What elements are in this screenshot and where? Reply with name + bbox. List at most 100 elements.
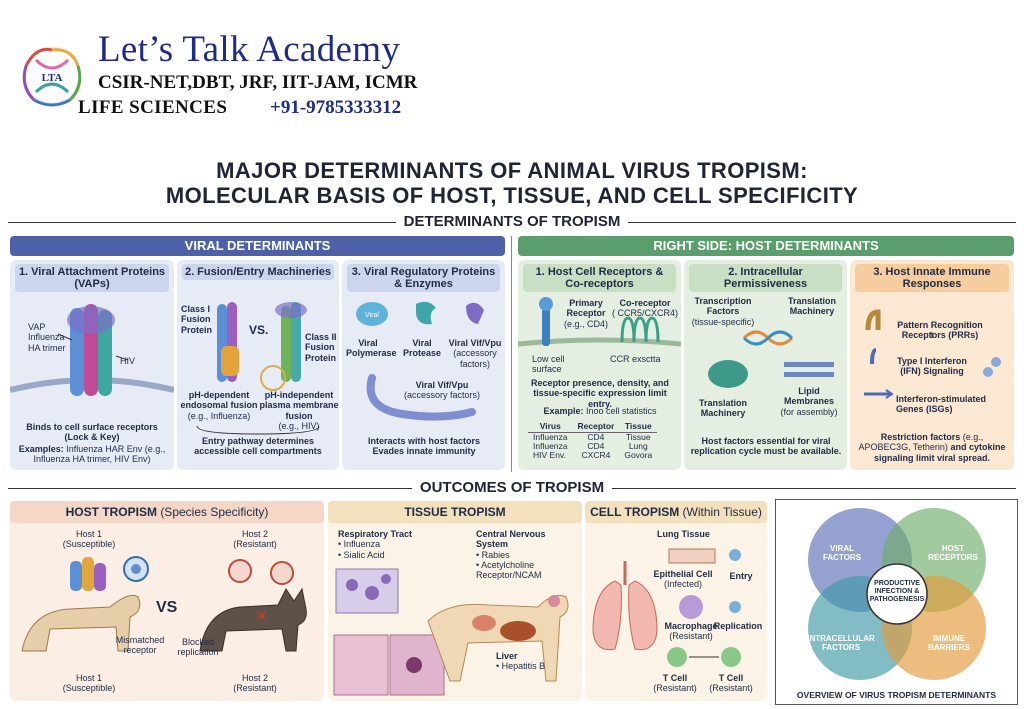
resp-item: Influenza	[343, 539, 381, 550]
host1-bottom-label: Host 1 (Susceptible)	[54, 673, 124, 694]
tissue-tropism-illustration	[333, 568, 569, 696]
tcell-icon	[667, 647, 687, 667]
resp-item: Sialic Acid	[343, 549, 385, 560]
receptors-example-label: Example:	[543, 406, 584, 416]
tcell2-label: T Cell (Resistant)	[703, 673, 759, 694]
tcell1-label: T Cell (Resistant)	[647, 673, 703, 694]
lung-tissue-label: Lung Tissue	[657, 529, 710, 539]
cd4-receptor-icon	[539, 297, 553, 346]
prr-icon	[865, 309, 881, 331]
tcell2-sub: (Resistant)	[709, 683, 753, 694]
ph-independent: pH-independent plasma membrane fusion (e…	[259, 390, 339, 431]
vap-sub1: Influenza	[28, 332, 65, 343]
table-header: Virus	[528, 421, 573, 433]
vap-panel: 1. Viral Attachment Proteins (VAPs) VAP …	[10, 260, 174, 470]
academy-name: Let’s Talk Academy	[98, 29, 401, 70]
fusion-title: 2. Fusion/Entry Machineries	[182, 264, 334, 281]
venn-center-label: PRODUCTIVE INFECTION & PATHOGENESIS	[869, 580, 925, 604]
host1-top-label: Host 1 (Susceptible)	[54, 529, 124, 550]
epithelial-sub: (Infected)	[663, 579, 703, 590]
host1-b-sub: (Susceptible)	[62, 683, 116, 694]
host-tropism-panel: HOST TROPISM (Species Specificity) Host …	[10, 501, 324, 701]
academy-subject: LIFE SCIENCES	[78, 97, 228, 118]
class1-label: Class I Fusion Protein	[181, 304, 213, 335]
restriction-end: and cytokine signaling limit viral sprea…	[873, 442, 1006, 463]
vif1-label: Viral Vif/Vpu (accessory factors)	[446, 338, 504, 369]
fusion-bracket	[196, 426, 320, 435]
tm-bottom-label: Translation Machinery	[698, 398, 747, 419]
vap-sub2: HA trimer	[28, 342, 66, 353]
class1-fusion-icon	[217, 302, 239, 382]
table-cell: Influenza	[533, 431, 568, 442]
table-row: Influenza CD4 Tissue	[528, 432, 657, 442]
host-tropism-illustration: ✕	[21, 556, 307, 652]
vif-chain-icon	[366, 374, 476, 421]
ph-independent-eg: (e.g., HIV)	[278, 421, 320, 432]
lipid-membrane-icon	[784, 362, 834, 377]
surface-label: Low cell surface	[532, 354, 565, 375]
ha-trimer-icon	[67, 304, 115, 396]
liver-cell-image-1	[333, 634, 389, 696]
tissue-tropism-panel: TISSUE TROPISM Respiratory Tract • Influ…	[328, 501, 582, 701]
tcell2-text: T Cell	[718, 673, 744, 683]
ribosome-icon	[708, 360, 748, 388]
host1-b-text: Host 1	[75, 673, 102, 683]
blocked-label: Blocked replication	[177, 637, 219, 658]
coreceptor-label: Co-receptor ( CCR5/CXCR4)	[610, 298, 680, 319]
table-cell: Tissue	[625, 431, 651, 442]
cell-tropism-title-sub: (Within Tissue)	[682, 505, 762, 519]
polymerase-icon-text: Viral	[365, 312, 379, 319]
coreceptor-eg: ( CCR5/CXCR4)	[611, 308, 678, 319]
macrophage-sub: (Resistant)	[669, 631, 713, 642]
isg-label: Interferon-stimulated Genes (ISGs)	[896, 394, 987, 415]
table-cell: Lung	[628, 441, 648, 452]
epithelial-cell-icon	[668, 548, 716, 564]
receptors-example-text: Inoo cell statistics	[586, 406, 657, 416]
ph-independent-text: pH-independent plasma membrane fusion	[259, 390, 339, 421]
permissiveness-desc: Host factors essential for viral replica…	[690, 436, 842, 457]
logo-text: LTA	[42, 72, 63, 84]
tcell1-text: T Cell	[662, 673, 688, 683]
dog-icon	[21, 594, 141, 652]
fusion-vs: VS.	[249, 323, 269, 337]
cns-item: Rabies	[481, 549, 510, 560]
receptors-example: Example: Inoo cell statistics	[522, 406, 678, 416]
receptors-title: 1. Host Cell Receptors & Co-receptors	[523, 264, 676, 293]
host-tropism-title-text: HOST TROPISM	[65, 505, 157, 519]
tm-top-label: Translation Machinery	[787, 296, 836, 317]
regulatory-desc: Interacts with host factors Evades innat…	[367, 436, 481, 457]
lipid-sub: (for assembly)	[780, 406, 838, 417]
virus-icon	[123, 556, 149, 582]
immune-desc: Restriction factors (e.g., APOBEC3G, Tet…	[854, 432, 1010, 463]
permissiveness-illustration	[708, 330, 834, 388]
regulatory-panel: 3. Viral Regulatory Proteins & Enzymes V…	[342, 260, 505, 470]
academy-exams: CSIR-NET,DBT, JRF, IIT-JAM, ICMR	[98, 72, 418, 93]
tcell1-sub: (Resistant)	[653, 683, 697, 694]
section-outcomes: OUTCOMES OF TROPISM	[8, 479, 1016, 497]
macrophage-label: Macrophage (Resistant)	[659, 621, 723, 642]
replication-virus-icon	[729, 601, 741, 613]
table-header: Receptor	[572, 421, 620, 433]
host2-top-label: Host 2 (Resistant)	[220, 529, 290, 550]
host2-text: Host 2	[241, 529, 268, 539]
liver-item: Hepatitis B	[501, 661, 546, 672]
host2-bottom-label: Host 2 (Resistant)	[220, 673, 290, 694]
liver: Liver • Hepatitis B	[496, 651, 546, 672]
academy-phone[interactable]: +91-9785333312	[270, 97, 402, 118]
vif2-label: Viral Vif/Vpu (accessory factors)	[382, 380, 502, 401]
cns-title: Central Nervous System	[476, 529, 546, 550]
entry-label: Entry	[729, 571, 753, 581]
tcell-icon	[721, 647, 741, 667]
entry-virus-icon	[729, 549, 741, 561]
table-row: HIV Env. CXCR4 Govora	[528, 450, 657, 461]
venn-host-label: HOST RECEPTORS	[928, 544, 978, 562]
vap-label: VAP Influenza HA trimer	[28, 322, 66, 353]
permissiveness-title: 2. Intracellular Permissiveness	[689, 264, 842, 293]
host2-sub: (Resistant)	[233, 539, 277, 550]
tf-sub: (tissue-specific)	[691, 316, 755, 327]
primary-receptor-label: Primary Receptor (e.g., CD4)	[556, 298, 616, 329]
table-cell: CXCR4	[581, 450, 611, 461]
cat-icon	[199, 587, 307, 652]
vap-examples-label: Examples:	[18, 444, 64, 454]
lipid-label: Lipid Membranes (for assembly)	[774, 386, 844, 417]
